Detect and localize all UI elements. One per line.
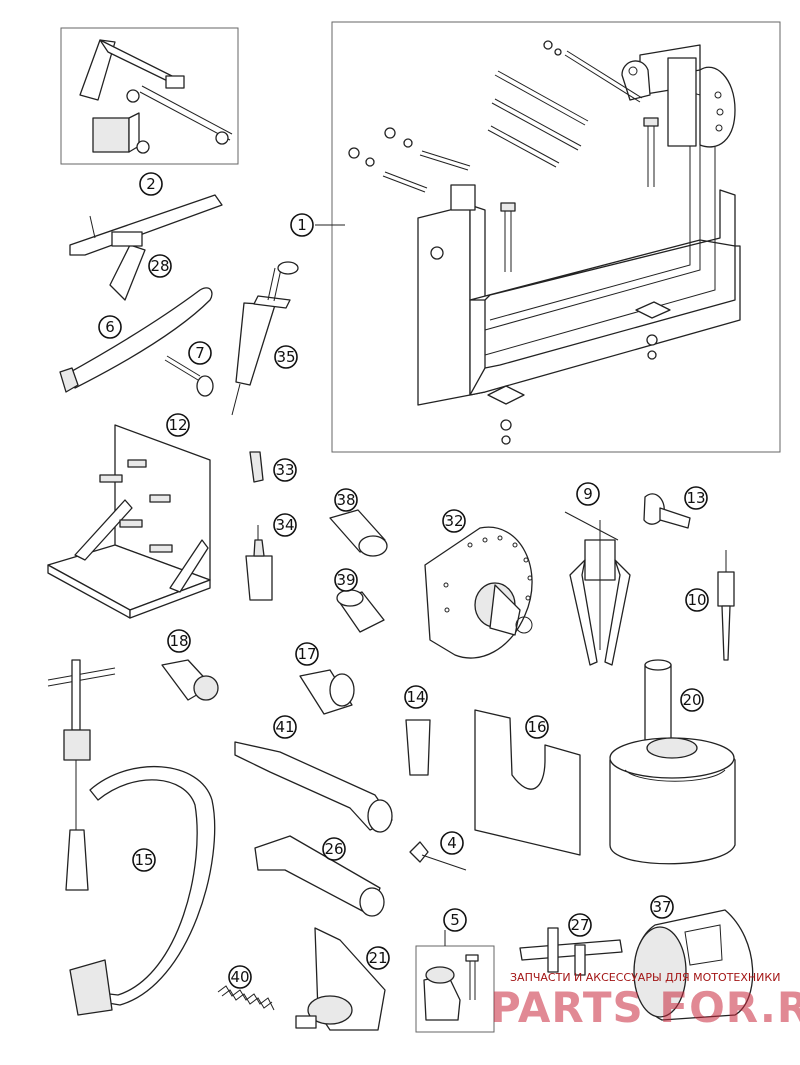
part-5-frame bbox=[415, 945, 495, 1033]
callout-28: 28 bbox=[148, 254, 172, 278]
callout-38: 38 bbox=[334, 488, 358, 512]
svg-text:7: 7 bbox=[195, 344, 205, 362]
callout-16: 16 bbox=[525, 715, 549, 739]
callout-13: 13 bbox=[684, 486, 708, 510]
part-33-bit bbox=[249, 451, 264, 483]
part-5-puller bbox=[423, 954, 479, 1021]
part-27-holder bbox=[519, 927, 623, 976]
watermark-logo: PARTS FOR.RU bbox=[490, 983, 800, 1032]
callout-12: 12 bbox=[166, 413, 190, 437]
part-1-engine-stand bbox=[348, 40, 741, 445]
watermark: ЗАПЧАСТИ И АКСЕССУАРЫ ДЛЯ МОТОТЕХНИКИ PA… bbox=[490, 971, 800, 1032]
svg-text:34: 34 bbox=[275, 516, 294, 534]
callout-7: 7 bbox=[188, 341, 212, 365]
part-9-three-arm-puller bbox=[564, 511, 631, 666]
part-10-extractor bbox=[717, 550, 735, 661]
callout-2: 2 bbox=[139, 172, 163, 196]
part-1-frame bbox=[331, 21, 781, 453]
callout-41: 41 bbox=[273, 715, 297, 739]
svg-text:13: 13 bbox=[686, 489, 705, 507]
part-35-syringe bbox=[231, 261, 299, 416]
part-40-spring bbox=[217, 985, 275, 1011]
svg-text:35: 35 bbox=[276, 348, 295, 366]
callout-34: 34 bbox=[273, 513, 297, 537]
svg-text:32: 32 bbox=[444, 512, 463, 530]
svg-text:18: 18 bbox=[169, 632, 188, 650]
svg-text:33: 33 bbox=[275, 461, 294, 479]
callout-21: 21 bbox=[366, 946, 390, 970]
callout-1: 1 bbox=[290, 213, 314, 237]
part-6-lever bbox=[59, 287, 213, 393]
callout-20: 20 bbox=[680, 688, 704, 712]
callout-15: 15 bbox=[132, 848, 156, 872]
part-12-plate bbox=[47, 424, 211, 619]
svg-text:27: 27 bbox=[570, 916, 589, 934]
svg-text:21: 21 bbox=[368, 949, 387, 967]
part-2-frame bbox=[60, 27, 239, 165]
callout-27: 27 bbox=[568, 913, 592, 937]
svg-text:41: 41 bbox=[275, 718, 294, 736]
callout-39: 39 bbox=[334, 568, 358, 592]
svg-text:20: 20 bbox=[682, 691, 701, 709]
svg-text:15: 15 bbox=[134, 851, 153, 869]
part-41-drift bbox=[234, 741, 393, 833]
part-32-flywheel-puller bbox=[424, 526, 533, 659]
svg-text:12: 12 bbox=[168, 416, 187, 434]
svg-text:6: 6 bbox=[105, 318, 115, 336]
part-4-key bbox=[409, 841, 467, 871]
callout-10: 10 bbox=[685, 588, 709, 612]
part-38-sleeve bbox=[329, 509, 388, 557]
part-28-holder bbox=[69, 194, 223, 301]
part-2-bracket-tool bbox=[79, 39, 233, 154]
callout-6: 6 bbox=[98, 315, 122, 339]
svg-text:4: 4 bbox=[447, 834, 457, 852]
svg-text:40: 40 bbox=[230, 968, 249, 986]
part-18-adapter bbox=[161, 659, 219, 701]
part-7-screw bbox=[164, 355, 214, 397]
callout-14: 14 bbox=[404, 685, 428, 709]
callout-26: 26 bbox=[322, 837, 346, 861]
part-15-valve-spring-compressor bbox=[47, 659, 216, 1016]
part-21-plate bbox=[295, 927, 386, 1031]
svg-text:26: 26 bbox=[324, 840, 343, 858]
part-26-socket bbox=[254, 835, 385, 917]
part-14-insert bbox=[405, 719, 431, 776]
svg-text:1: 1 bbox=[297, 216, 307, 234]
part-17-sleeve bbox=[299, 669, 355, 715]
callout-18: 18 bbox=[167, 629, 191, 653]
callout-4: 4 bbox=[440, 831, 464, 855]
callout-40: 40 bbox=[228, 965, 252, 989]
part-39-sleeve bbox=[336, 589, 385, 633]
svg-text:5: 5 bbox=[450, 911, 460, 929]
svg-text:2: 2 bbox=[146, 175, 156, 193]
svg-text:39: 39 bbox=[336, 571, 355, 589]
svg-text:9: 9 bbox=[583, 485, 593, 503]
callout-labels: 1 2 28 6 7 35 12 33 34 38 39 32 9 13 10 … bbox=[98, 172, 709, 989]
callout-17: 17 bbox=[295, 642, 319, 666]
part-20-press-tool bbox=[609, 659, 736, 865]
part-16-plate bbox=[474, 709, 581, 856]
svg-text:10: 10 bbox=[687, 591, 706, 609]
callout-33: 33 bbox=[273, 458, 297, 482]
callout-9: 9 bbox=[576, 482, 600, 506]
svg-text:16: 16 bbox=[527, 718, 546, 736]
svg-text:37: 37 bbox=[652, 898, 671, 916]
callout-32: 32 bbox=[442, 509, 466, 533]
callout-5: 5 bbox=[443, 908, 467, 932]
svg-text:28: 28 bbox=[150, 257, 169, 275]
part-37-drum bbox=[633, 909, 754, 1021]
svg-text:38: 38 bbox=[336, 491, 355, 509]
part-13-knob bbox=[643, 493, 691, 529]
callout-37: 37 bbox=[650, 895, 674, 919]
svg-text:17: 17 bbox=[297, 645, 316, 663]
callout-35: 35 bbox=[274, 345, 298, 369]
svg-text:14: 14 bbox=[406, 688, 425, 706]
watermark-caption: ЗАПЧАСТИ И АКСЕССУАРЫ ДЛЯ МОТОТЕХНИКИ bbox=[510, 971, 780, 984]
part-34-bottle bbox=[245, 525, 273, 601]
